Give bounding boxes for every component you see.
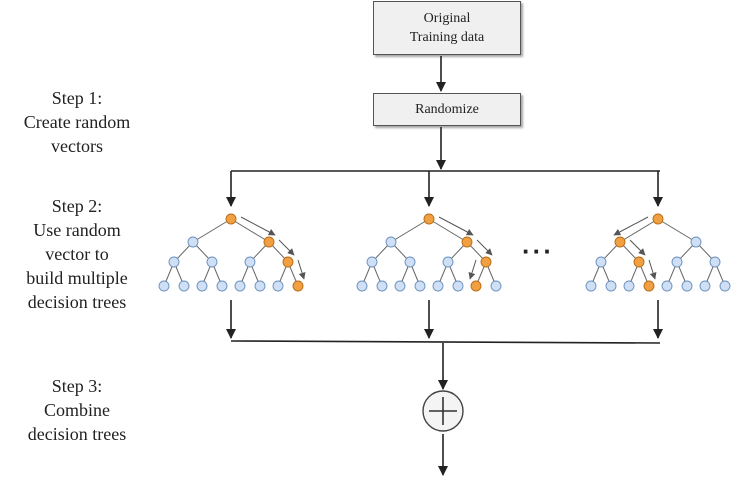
original-label-line2: Training data xyxy=(409,30,485,45)
tree-node-highlighted xyxy=(282,256,294,268)
tree-node xyxy=(206,256,218,268)
decision-tree-3 xyxy=(585,213,731,292)
step-2-line: build multiple xyxy=(26,268,128,288)
step-1-line: Create random xyxy=(23,112,131,132)
tree-node xyxy=(595,256,607,268)
tree-node xyxy=(394,280,406,292)
tree-node xyxy=(414,280,426,292)
decision-tree-2 xyxy=(356,213,502,292)
tree-node xyxy=(452,280,464,292)
decision-tree-1 xyxy=(158,213,306,292)
tree-node xyxy=(404,256,416,268)
tree-node-highlighted xyxy=(263,236,275,248)
tree-node xyxy=(605,280,617,292)
tree-node-highlighted xyxy=(292,280,304,292)
tree-edge xyxy=(428,218,468,243)
tree-node-highlighted xyxy=(461,236,473,248)
step-2-label: Step 2: Use random vector to build multi… xyxy=(7,194,147,314)
step-3-line: Combine xyxy=(44,400,110,420)
path-hint-arrow xyxy=(297,259,306,280)
original-label-line1: Original xyxy=(423,11,471,26)
tree-node xyxy=(623,280,635,292)
tree-edge xyxy=(230,218,270,243)
tree-node xyxy=(699,280,711,292)
step-1-label: Step 1: Create random vectors xyxy=(7,86,147,158)
step-3-label: Step 3: Combine decision trees xyxy=(7,374,147,446)
step-1-line: vectors xyxy=(51,136,103,156)
step-2-line: vector to xyxy=(45,244,109,264)
tree-edge xyxy=(657,218,697,243)
step-2-line: Step 2: xyxy=(51,196,103,216)
step-2-line: decision trees xyxy=(27,292,127,312)
tree-node xyxy=(244,256,256,268)
tree-node-highlighted xyxy=(633,256,645,268)
tree-node xyxy=(681,280,693,292)
tree-node xyxy=(690,236,702,248)
path-hint-arrow xyxy=(648,259,657,280)
tree-node xyxy=(585,280,597,292)
more-trees-ellipsis: ··· xyxy=(522,236,554,266)
tree-node-highlighted xyxy=(614,236,626,248)
tree-node-highlighted xyxy=(423,213,435,225)
tree-node xyxy=(719,280,731,292)
flow-connectors xyxy=(226,56,663,476)
tree-node xyxy=(709,256,721,268)
tree-node xyxy=(196,280,208,292)
tree-node-highlighted xyxy=(470,280,482,292)
path-hint-arrow xyxy=(468,259,477,280)
tree-node xyxy=(272,280,284,292)
tree-node xyxy=(671,256,683,268)
tree-node xyxy=(168,256,180,268)
tree-node xyxy=(490,280,502,292)
tree-node xyxy=(234,280,246,292)
tree-edge xyxy=(192,218,232,243)
tree-node xyxy=(178,280,190,292)
tree-node-highlighted xyxy=(225,213,237,225)
step-3-line: decision trees xyxy=(27,424,127,444)
tree-node xyxy=(356,280,368,292)
tree-node-highlighted xyxy=(480,256,492,268)
tree-node xyxy=(661,280,673,292)
merge-bar xyxy=(230,340,661,344)
tree-node xyxy=(366,256,378,268)
tree-node xyxy=(187,236,199,248)
tree-edge xyxy=(619,218,659,243)
path-hint-arrow xyxy=(613,216,649,236)
step-3-line: Step 3: xyxy=(51,376,103,396)
tree-node xyxy=(442,256,454,268)
tree-node xyxy=(432,280,444,292)
tree-node xyxy=(376,280,388,292)
path-hint-arrow xyxy=(476,239,493,256)
tree-node xyxy=(158,280,170,292)
tree-node xyxy=(385,236,397,248)
randomize-label: Randomize xyxy=(415,102,479,117)
tree-node-highlighted xyxy=(652,213,664,225)
path-hint-arrow xyxy=(438,216,474,236)
randomize-box: Randomize xyxy=(373,93,521,126)
tree-node-highlighted xyxy=(643,280,655,292)
decision-trees xyxy=(158,213,731,292)
tree-edge xyxy=(390,218,430,243)
path-hint-arrow xyxy=(629,239,646,256)
path-hint-arrow xyxy=(278,239,295,256)
path-hint-arrow xyxy=(240,216,276,236)
tree-node xyxy=(216,280,228,292)
tree-node xyxy=(254,280,266,292)
step-2-line: Use random xyxy=(33,220,121,240)
original-training-data-box: Original Training data xyxy=(373,1,521,55)
combine-plus-icon xyxy=(422,390,464,432)
step-1-line: Step 1: xyxy=(51,88,103,108)
